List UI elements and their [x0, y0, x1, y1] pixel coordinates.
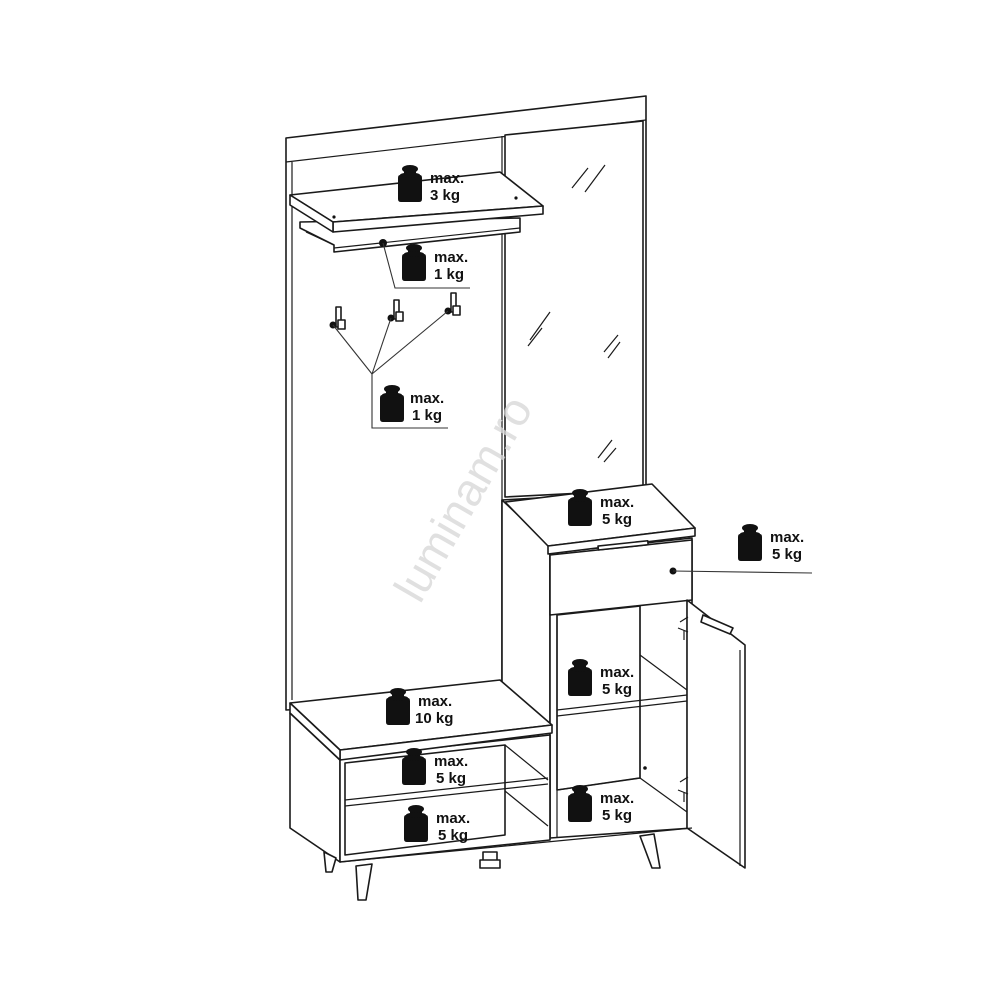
load-label-top-shelf: max. 3 kg [398, 165, 464, 204]
label-line2: 5 kg [438, 827, 468, 844]
label-line1: max. [770, 529, 804, 546]
cabinet-door [686, 599, 746, 869]
label-line1: max. [600, 790, 634, 807]
label-line1: max. [434, 753, 468, 770]
label-line2: 5 kg [436, 770, 466, 787]
load-label-cabinet-upper-shelf: max. 5 kg [568, 659, 634, 698]
load-label-cabinet-bottom: max. 5 kg [568, 785, 634, 824]
label-line2: 5 kg [772, 546, 802, 563]
leader-lines [332, 242, 813, 574]
coat-hooks [329, 292, 461, 330]
load-label-bench-lower-compartment: max. 5 kg [404, 805, 470, 844]
label-line2: 5 kg [602, 681, 632, 698]
label-line1: max. [600, 494, 634, 511]
label-line2: 1 kg [434, 266, 464, 283]
load-label-bench-upper-compartment: max. 5 kg [402, 748, 468, 787]
load-label-bench-top: max. 10 kg [386, 688, 453, 727]
label-line2: 10 kg [415, 710, 453, 727]
label-line1: max. [600, 664, 634, 681]
label-line2: 5 kg [602, 807, 632, 824]
label-line1: max. [434, 249, 468, 266]
weight-icon [738, 524, 762, 561]
label-line2: 3 kg [430, 187, 460, 204]
label-line2: 5 kg [602, 511, 632, 528]
label-line1: max. [410, 390, 444, 407]
label-line1: max. [430, 170, 464, 187]
label-line2: 1 kg [412, 407, 442, 424]
legs [323, 833, 661, 901]
cabinet [501, 483, 746, 869]
load-label-drawer: max. 5 kg [738, 524, 804, 563]
label-line1: max. [436, 810, 470, 827]
label-line1: max. [418, 693, 452, 710]
load-label-coat-hooks: max. 1 kg [380, 385, 444, 424]
bench [289, 679, 693, 863]
load-label-hanging-rail: max. 1 kg [402, 244, 468, 283]
load-label-cabinet-top: max. 5 kg [568, 489, 634, 528]
